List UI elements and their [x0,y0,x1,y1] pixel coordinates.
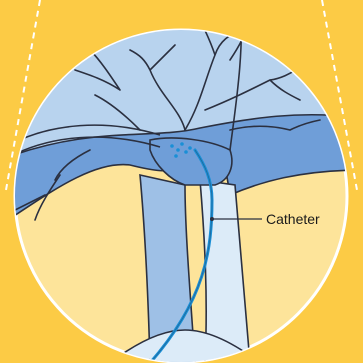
callout-dot [210,217,214,221]
catheter-label: Catheter [266,211,320,227]
